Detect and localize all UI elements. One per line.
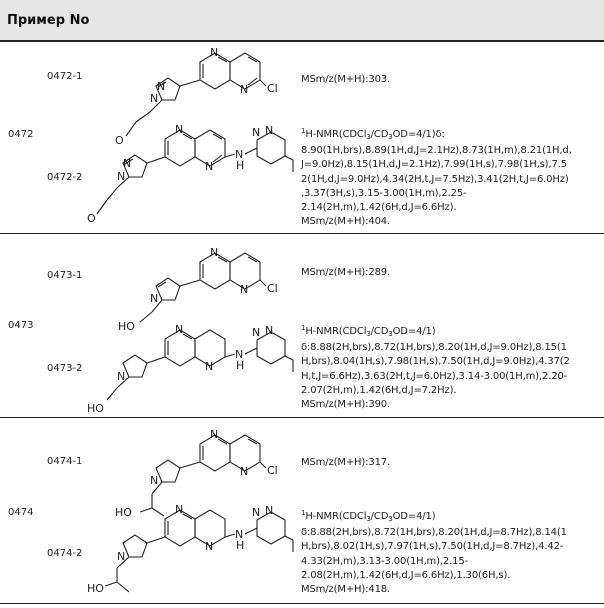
atom-label: Cl [267,82,278,95]
atom-label: Cl [267,282,278,295]
example-number: 0472 [8,129,33,140]
data-line: 4.33(2H,m),3.13-3.00(1H,m),2.15- [301,555,567,569]
data-line: MSm/z(M+H):390. [301,398,570,412]
atom-label: N [150,474,158,487]
atom-label: N [240,283,248,296]
data-line: MSm/z(M+H):289. [301,266,390,280]
atom-label: HO [87,582,104,595]
compound-id: 0473-1 [47,270,82,281]
atom-label: H [236,539,244,552]
chemical-structure-0474-2: N N N H N N N HO [85,498,295,602]
row-divider [0,417,604,418]
chemical-structure-0473-2: N N N H N N N HO [85,318,295,416]
analytical-data: 1H-NMR(CDCl3/CD3OD=4/1) δ:8.88(2H,brs),8… [301,321,570,412]
row-divider [0,233,604,234]
data-line: 8.90(1H,brs),8.89(1H,d,J=2.1Hz),8.73(1H,… [301,144,572,158]
data-line: MSm/z(M+H):404. [301,215,572,229]
compound-id: 0472-1 [47,71,82,82]
data-line: J=9.0Hz),8.15(1H,d,J=2.1Hz),7.99(1H,s),7… [301,158,572,172]
atom-label: N [175,503,183,516]
atom-label: N [175,123,183,136]
atom-label: N [240,465,248,478]
nmr-heading: 1H-NMR(CDCl3/CD3OD=4/1) [301,506,567,526]
analytical-data: MSm/z(M+H):289. [301,266,390,280]
atom-label: N [252,326,260,339]
atom-label: N [240,83,248,96]
atom-label: N [150,292,158,305]
data-line: MSm/z(M+H):418. [301,583,567,597]
atom-label: N [210,46,218,59]
atom-label: N [205,540,213,553]
atom-label: N [150,92,158,105]
atom-label: N [175,323,183,336]
data-line: H,brs),8.02(1H,s),7.97(1H,s),7.50(1H,d,J… [301,540,567,554]
atom-label: N [117,550,125,563]
atom-label: N [117,170,125,183]
chemical-structure-0472-2: N N N H N N N N O [85,118,295,230]
data-line: ,3.37(3H,s),3.15-3.00(1H,m),2.25- [301,187,572,201]
atom-label: N [265,124,273,137]
compound-id: 0473-2 [47,363,82,374]
example-number: 0473 [8,320,33,331]
data-line: MSm/z(M+H):303. [301,73,390,87]
atom-label: N [123,157,131,170]
table-header: Пример No [0,0,604,42]
data-line: H,brs),8.04(1H,s),7.98(1H,s),7.50(1H,d,J… [301,355,570,369]
atom-label: N [252,506,260,519]
compound-id: 0474-2 [47,548,82,559]
analytical-data: MSm/z(M+H):317. [301,456,390,470]
data-line: δ:8.88(2H,brs),8.72(1H,brs),8.20(1H,d,J=… [301,341,570,355]
analytical-data: 1H-NMR(CDCl3/CD3OD=4/1)δ: 8.90(1H,brs),8… [301,124,572,229]
atom-label: N [210,428,218,441]
row-divider [0,603,604,604]
compound-id: 0472-2 [47,172,82,183]
nmr-heading: 1H-NMR(CDCl3/CD3OD=4/1)δ: [301,124,572,144]
atom-label: H [236,359,244,372]
atom-label: O [87,212,96,225]
atom-label: N [265,504,273,517]
data-line: MSm/z(M+H):317. [301,456,390,470]
analytical-data: 1H-NMR(CDCl3/CD3OD=4/1) δ:8.88(2H,brs),8… [301,506,567,597]
data-line: 2.14(2H,m),1.42(6H,d,J=6.6Hz). [301,201,572,215]
data-line: 2(1H,d,J=9.0Hz),4.34(2H,t,J=7.5Hz),3.41(… [301,173,572,187]
data-line: 2.08(2H,m),1.42(6H,d,J=6.6Hz),1.30(6H,s)… [301,569,567,583]
atom-label: N [205,160,213,173]
atom-label: HO [87,402,104,415]
analytical-data: MSm/z(M+H):303. [301,73,390,87]
atom-label: N [210,246,218,259]
example-number: 0474 [8,507,33,518]
data-line: 2.07(2H,m),1.42(6H,d,J=7.2Hz). [301,384,570,398]
nmr-heading: 1H-NMR(CDCl3/CD3OD=4/1) [301,321,570,341]
header-title: Пример No [7,13,89,28]
atom-label: N [117,370,125,383]
data-line: δ:8.88(2H,brs),8.72(1H,brs),8.20(1H,d,J=… [301,526,567,540]
atom-label: Cl [267,464,278,477]
atom-label: H [236,159,244,172]
atom-label: N [157,80,165,93]
atom-label: N [265,324,273,337]
atom-label: N [252,126,260,139]
data-line: H,t,J=6.6Hz),3.63(2H,t,J=6.0Hz),3.14-3.0… [301,370,570,384]
atom-label: N [205,360,213,373]
compound-id: 0474-1 [47,456,82,467]
